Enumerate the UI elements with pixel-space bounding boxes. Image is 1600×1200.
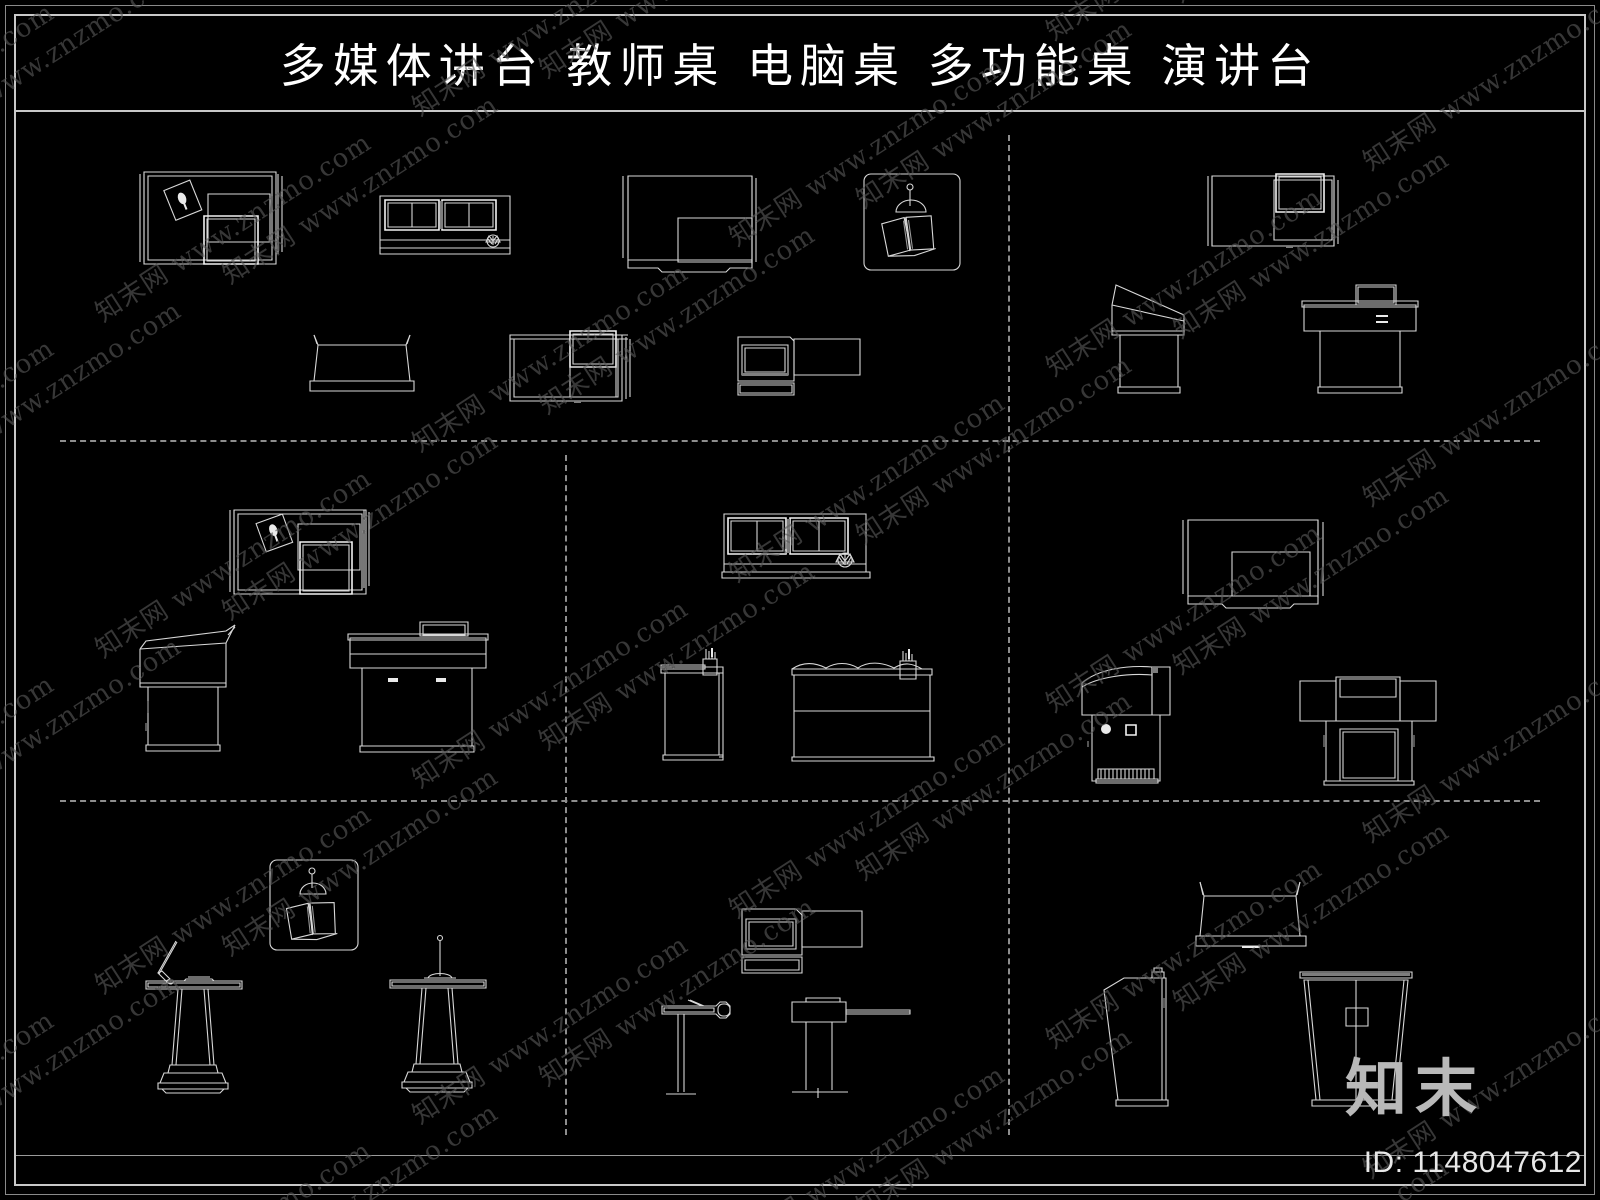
panel-r1c3-front-view-podium — [1300, 283, 1420, 395]
panel-r3c1-front-view-lectern — [390, 930, 490, 1096]
panel-r3c1-top-view-lectern-with-book — [268, 858, 360, 954]
grid-v-divider-1 — [565, 455, 567, 1135]
panel-r3c2-front-view-table — [792, 988, 914, 1100]
title-block: 多媒体讲台 教师桌 电脑桌 多功能桌 演讲台 — [16, 16, 1584, 110]
panel-r2c1-side-view-podium — [140, 623, 242, 753]
panel-r3c2-top-view-laptop-table — [740, 905, 868, 977]
panel-r3c2-side-view-table — [662, 996, 736, 1100]
drawing-id-label: ID: 1148047612 — [1363, 1146, 1582, 1179]
panel-r1c2-top-view-laptop — [736, 333, 864, 399]
sheet-title: 多媒体讲台 教师桌 电脑桌 多功能桌 演讲台 — [279, 39, 1321, 93]
panel-r3c3-top-view-tray — [1196, 880, 1306, 948]
panel-r2c2-front-view-desk — [790, 649, 936, 763]
grid-h-divider-2 — [60, 800, 1540, 802]
panel-r2c3-front-view-desk — [1300, 665, 1440, 787]
panel-r3c1-side-view-lectern — [146, 935, 250, 1095]
panel-r2c1-top-view-podium — [230, 508, 372, 600]
panel-r2c2-side-view-desk — [661, 648, 729, 763]
footer-rule — [16, 1155, 1584, 1156]
grid-h-divider-1 — [60, 440, 1540, 442]
panel-r3c3-side-view-tapered — [1100, 972, 1174, 1112]
panel-r1c3-top-view-desk-with-monitor — [1208, 172, 1342, 248]
panel-r2c3-top-view-desk — [1182, 518, 1326, 610]
watermark-logo: 知末 — [1344, 1052, 1485, 1125]
panel-r1c2-top-view-desk — [622, 172, 758, 284]
panel-r1c2-top-view-lectern-with-book — [862, 172, 962, 274]
title-block-rule — [16, 110, 1584, 112]
panel-r1c1-top-view-podium — [138, 168, 288, 273]
panel-r1c1-top-view-tray — [310, 333, 414, 395]
panel-r1c2-top-view-monitor — [508, 327, 634, 403]
panel-r1c3-side-view-podium — [1110, 283, 1190, 395]
panel-r2c2-top-view-desk-with-drawers — [722, 512, 870, 580]
panel-r1c1-front-view-cabinet — [380, 196, 514, 258]
grid-v-divider-2 — [1008, 135, 1010, 1135]
panel-r3c3-front-view-tapered — [1300, 972, 1414, 1112]
panel-r2c3-side-view-desk-with-vent — [1082, 665, 1174, 787]
panel-r2c1-front-view-podium — [348, 620, 488, 754]
